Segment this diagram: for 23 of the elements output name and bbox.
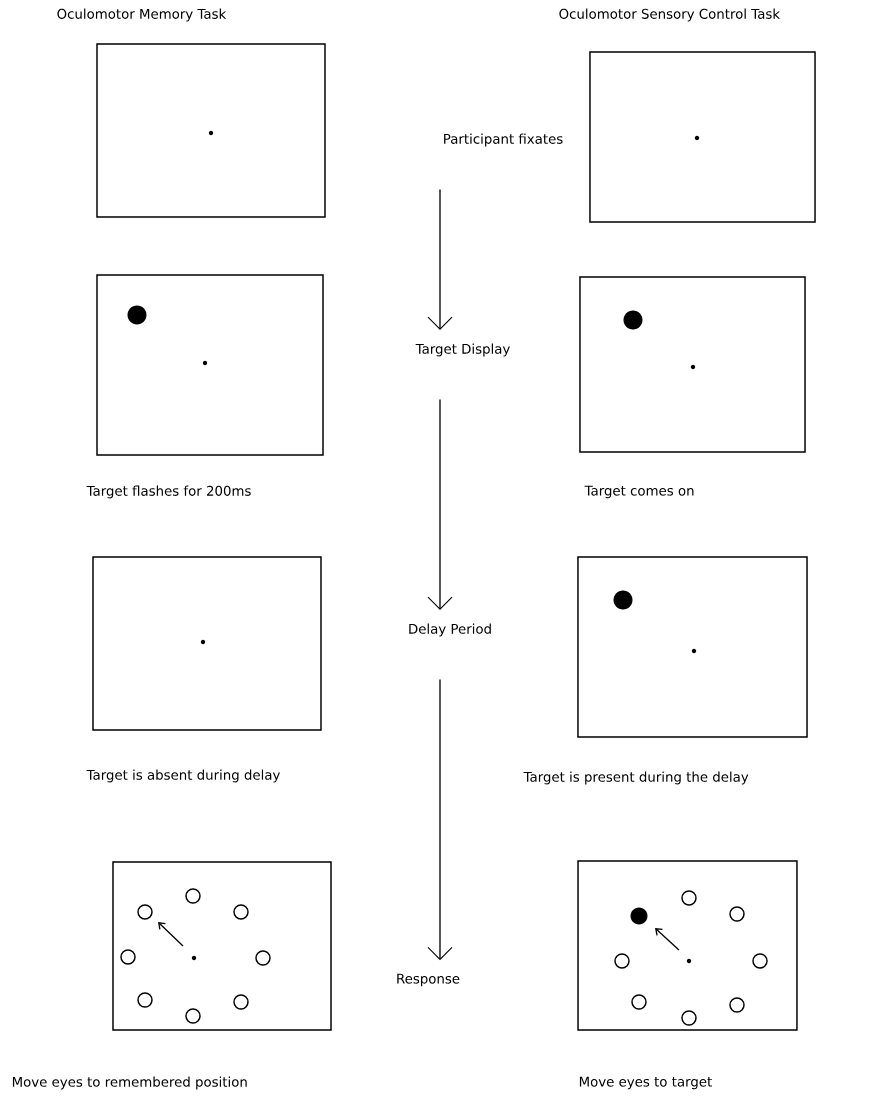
node-label: Target comes on [584, 485, 694, 499]
screen-box [577, 556, 808, 738]
node-label: Move eyes to remembered position [12, 1076, 247, 1090]
node-label: Target is present during the delay [523, 771, 749, 785]
screen-box [96, 274, 324, 456]
screen-box [589, 51, 816, 223]
screen-box [579, 276, 806, 453]
screen-box [92, 556, 322, 731]
screen-box [577, 860, 798, 1031]
node-label: Target flashes for 200ms [86, 485, 251, 499]
step-label: Participant fixates [444, 133, 563, 147]
node-label: Target is absent during delay [86, 769, 280, 783]
column-heading: Oculomotor Sensory Control Task [559, 8, 781, 22]
step-label: Target Display [415, 343, 510, 357]
arrow [427, 398, 453, 610]
column-heading: Oculomotor Memory Task [57, 8, 227, 22]
screen-box [96, 43, 326, 218]
node-label: Move eyes to target [579, 1076, 712, 1090]
arrow [427, 678, 453, 961]
arrow [427, 188, 453, 330]
screen-box [112, 861, 332, 1031]
step-label: Delay Period [409, 623, 491, 637]
step-label: Response [397, 973, 460, 987]
